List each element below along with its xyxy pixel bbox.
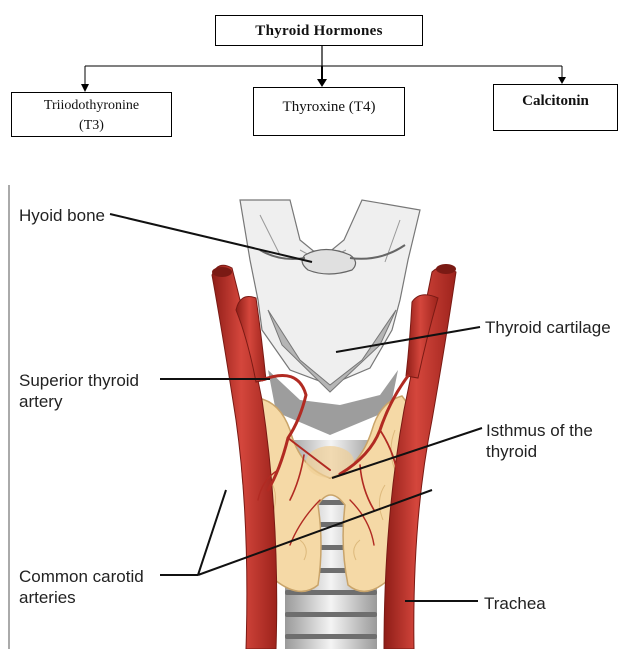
label-common-carotid: Common carotid arteries xyxy=(19,566,144,608)
thyroid-hormones-box: Thyroid Hormones xyxy=(215,15,423,46)
label-hyoid-bone: Hyoid bone xyxy=(19,205,105,226)
t3-box: Triiodothyronine (T3) xyxy=(11,92,172,137)
label-isthmus-line1: Isthmus of the xyxy=(486,420,593,441)
calcitonin-box: Calcitonin xyxy=(493,84,618,131)
t3-label-line2: (T3) xyxy=(12,116,171,136)
label-superior-thyroid-artery: Superior thyroid artery xyxy=(19,370,139,412)
label-isthmus: Isthmus of the thyroid xyxy=(486,420,593,462)
t4-box: Thyroxine (T4) xyxy=(253,87,405,136)
label-superior-thyroid-artery-line2: artery xyxy=(19,391,139,412)
label-thyroid-cartilage: Thyroid cartilage xyxy=(485,317,611,338)
t3-label-line1: Triiodothyronine xyxy=(12,96,171,116)
label-common-carotid-line1: Common carotid xyxy=(19,566,144,587)
label-common-carotid-line2: arteries xyxy=(19,587,144,608)
label-superior-thyroid-artery-line1: Superior thyroid xyxy=(19,370,139,391)
label-isthmus-line2: thyroid xyxy=(486,441,593,462)
label-trachea: Trachea xyxy=(484,593,546,614)
